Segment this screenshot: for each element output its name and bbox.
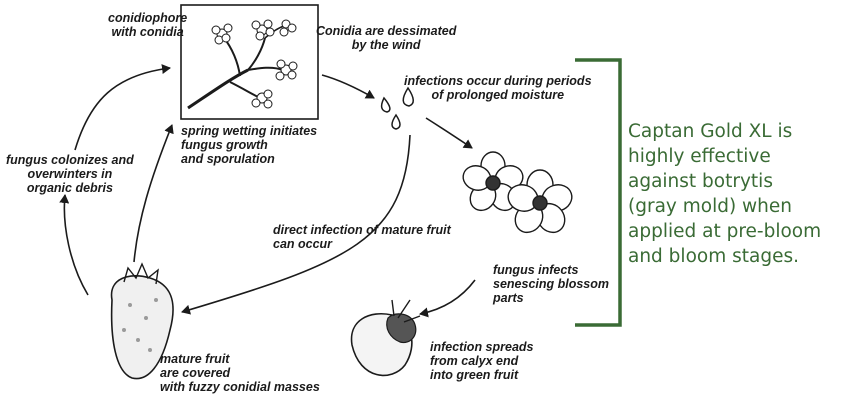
arrow-fruit-to-debris	[64, 195, 88, 295]
arrow-debris-to-spring	[75, 68, 170, 150]
label-spring-wetting: spring wetting initiates fungus growth a…	[181, 124, 317, 166]
label-infection-spreads: infection spreads from calyx end into gr…	[430, 340, 534, 382]
callout-text: Captan Gold XL is highly effective again…	[628, 119, 850, 269]
label-fungus-colonizes: fungus colonizes and overwinters in orga…	[6, 153, 134, 195]
blossom-illustration	[460, 152, 575, 238]
label-fungus-infects: fungus infects senescing blossom parts	[493, 263, 609, 305]
arrow-fruit-to-conidiophore	[134, 125, 172, 262]
arrow-conidiophore-to-spores	[322, 75, 374, 98]
label-mature-fruit: mature fruit are covered with fuzzy coni…	[160, 352, 320, 394]
label-infections-moisture: infections occur during periods of prolo…	[404, 74, 592, 102]
green-strawberry-illustration	[352, 300, 420, 375]
label-conidiophore: conidiophore with conidia	[108, 11, 187, 39]
arrow-spores-to-blossoms	[426, 118, 472, 148]
conidiophore-illustration	[181, 5, 318, 119]
arrow-blossoms-to-green-fruit	[420, 280, 475, 314]
label-dissemination: Conidia are dessimated by the wind	[316, 24, 456, 52]
label-direct-infection: direct infection of mature fruit can occ…	[273, 223, 451, 251]
